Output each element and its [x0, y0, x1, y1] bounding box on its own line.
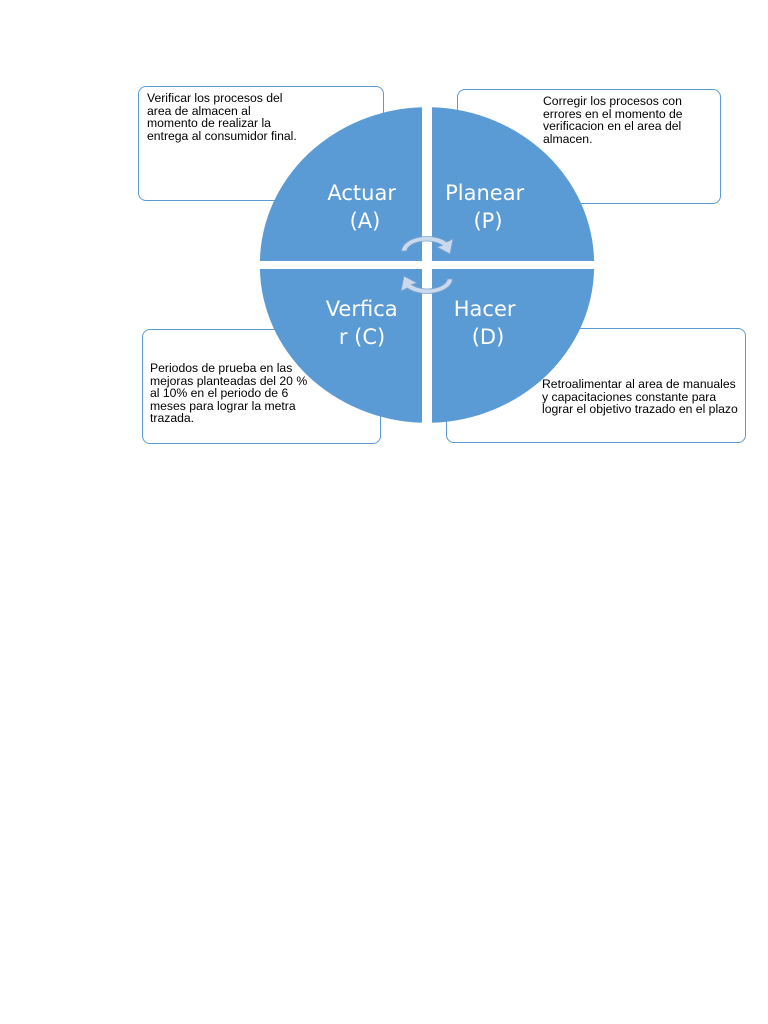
quadrant-hacer [432, 269, 595, 423]
quadrant-verificar-line2: r (C) [339, 325, 385, 349]
note-hacer-text: Retroalimentar al area de manuales y cap… [542, 377, 738, 416]
note-verificar-text: Periodos de prueba en las mejoras plante… [150, 361, 308, 425]
quadrant-hacer-line1: Hacer [454, 297, 516, 321]
quadrant-verificar-line1: Verfica [326, 297, 398, 321]
quadrant-verificar-label: Verfica r (C) [326, 297, 405, 349]
quadrant-actuar-label: Actuar (A) [327, 181, 402, 233]
cycle-arrow-top-icon [401, 236, 454, 255]
quadrant-planear-line2: (P) [473, 209, 502, 233]
quadrant-actuar [259, 107, 422, 261]
note-actuar-text: Verificar los procesos del area de almac… [147, 91, 297, 143]
note-planear-text: Corregir los procesos con errores en el … [543, 94, 683, 146]
quadrant-planear-label: Planear (P) [445, 181, 531, 233]
quadrant-planear [432, 107, 595, 261]
quadrant-planear-line1: Planear [445, 181, 524, 205]
quadrant-hacer-line2: (D) [472, 325, 505, 349]
quadrant-actuar-line2: (A) [350, 209, 381, 233]
quadrant-actuar-line1: Actuar [327, 181, 396, 205]
cycle-arrow-bottom-icon [400, 275, 453, 294]
quadrant-hacer-label: Hacer (D) [454, 297, 522, 349]
quadrant-verificar [259, 269, 422, 423]
